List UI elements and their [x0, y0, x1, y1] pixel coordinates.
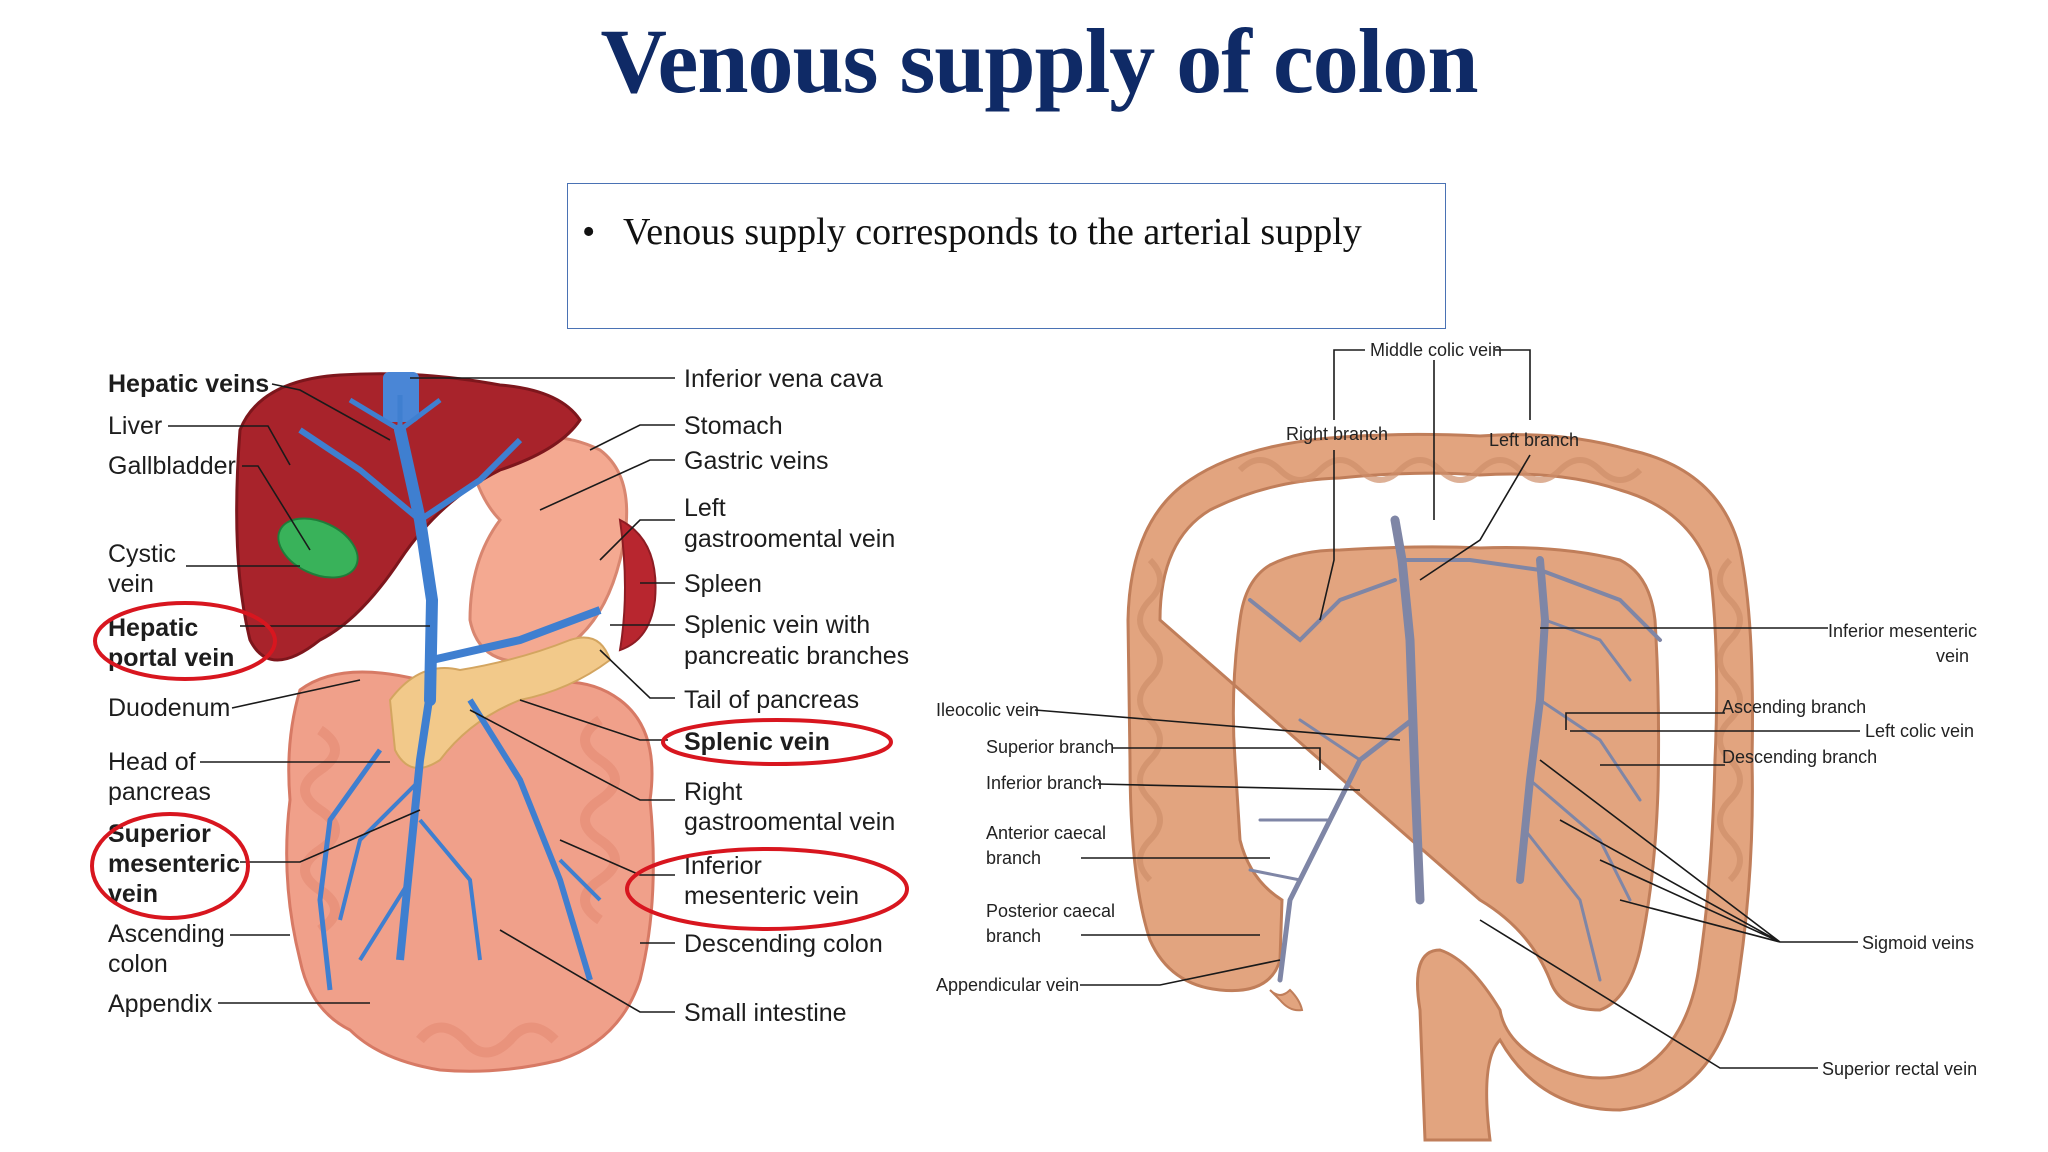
spleen-shape — [618, 518, 657, 652]
appendix-shape — [1269, 988, 1304, 1012]
label-anterior-caecal-branch: branch — [986, 848, 1041, 868]
label-splenic-vein-with: Splenic vein with — [684, 611, 870, 639]
left-figure-artwork — [235, 372, 657, 1073]
label-hepatic-veins: Hepatic veins — [108, 370, 269, 398]
label-middle-colic-vein: Middle colic vein — [1370, 340, 1502, 360]
label-gastric-veins: Gastric veins — [684, 447, 828, 475]
label-cystic-vein: vein — [108, 570, 154, 598]
label-splenic-vein: Splenic vein — [684, 728, 830, 756]
label-left: Left — [684, 494, 726, 522]
label-mesenteric: mesenteric — [108, 850, 240, 878]
label-duodenum: Duodenum — [108, 694, 230, 722]
label-pancreatic-branches: pancreatic branches — [684, 642, 909, 670]
label-stomach: Stomach — [684, 412, 783, 440]
label-ileocolic-vein: Ileocolic vein — [936, 700, 1039, 720]
label-spleen: Spleen — [684, 570, 762, 598]
label-superior-rectal-vein: Superior rectal vein — [1822, 1059, 1977, 1079]
label-ascending: Ascending — [108, 920, 225, 948]
label-mesenteric-vein: mesenteric vein — [684, 882, 859, 910]
circle-inferior-mesenteric-vein — [625, 847, 909, 931]
label-hepatic: Hepatic — [108, 614, 198, 642]
label-inferior-vena-cava: Inferior vena cava — [684, 365, 883, 393]
label-posterior-caecal: Posterior caecal — [986, 901, 1115, 921]
right-figure-artwork — [1126, 432, 1754, 1142]
label-superior-branch: Superior branch — [986, 737, 1114, 757]
left-figure-labels-right: Inferior vena cava Stomach Gastric veins… — [684, 365, 909, 1027]
label-colon: colon — [108, 950, 168, 978]
label-appendix: Appendix — [108, 990, 213, 1018]
slide-title: Venous supply of colon — [600, 10, 1478, 112]
bullet-text: Venous supply corresponds to the arteria… — [623, 211, 1362, 253]
right-figure-leader-lines — [1034, 349, 1860, 1069]
label-descending-branch: Descending branch — [1722, 747, 1877, 767]
bullet-marker: • — [582, 211, 596, 253]
label-gallbladder: Gallbladder — [108, 452, 236, 480]
label-liver: Liver — [108, 412, 162, 440]
portal-vein-trunk — [394, 424, 439, 706]
label-left-colic-vein: Left colic vein — [1865, 721, 1974, 741]
label-inferior-branch: Inferior branch — [986, 773, 1102, 793]
right-figure-labels: Middle colic vein Right branch Left bran… — [936, 340, 1977, 1079]
circle-superior-mesenteric-vein — [90, 812, 250, 920]
label-appendicular-vein: Appendicular vein — [936, 975, 1079, 995]
label-cystic: Cystic — [108, 540, 176, 568]
label-anterior-caecal: Anterior caecal — [986, 823, 1106, 843]
label-right-branch: Right branch — [1286, 424, 1388, 444]
label-inferior-mesenteric-vein: vein — [1936, 646, 1969, 666]
label-gastroomental-vein-left: gastroomental vein — [684, 525, 895, 553]
label-head-of: Head of — [108, 748, 196, 776]
bullet-text-box: • Venous supply corresponds to the arter… — [567, 183, 1446, 329]
gallbladder-shape — [277, 517, 359, 579]
label-tail-of-pancreas: Tail of pancreas — [684, 686, 859, 714]
label-ascending-branch: Ascending branch — [1722, 697, 1866, 717]
left-figure-leader-lines — [168, 377, 675, 1013]
label-left-branch: Left branch — [1489, 430, 1579, 450]
label-pancreas: pancreas — [108, 778, 211, 806]
circle-hepatic-portal-vein — [93, 601, 277, 681]
label-portal-vein: portal vein — [108, 644, 234, 672]
label-inferior: Inferior — [684, 852, 762, 880]
left-figure-labels-left: Hepatic veins Liver Gallbladder Cystic v… — [108, 370, 269, 1018]
intestine-shape — [285, 670, 655, 1073]
label-gastroomental-vein-right: gastroomental vein — [684, 808, 895, 836]
label-posterior-caecal-branch: branch — [986, 926, 1041, 946]
highlight-circles — [90, 601, 909, 931]
label-small-intestine: Small intestine — [684, 999, 847, 1027]
label-descending-colon: Descending colon — [684, 930, 883, 958]
label-inferior-mesenteric: Inferior mesenteric — [1828, 621, 1977, 641]
label-sigmoid-veins: Sigmoid veins — [1862, 933, 1974, 953]
label-right: Right — [684, 778, 742, 806]
circle-splenic-vein — [661, 718, 893, 766]
